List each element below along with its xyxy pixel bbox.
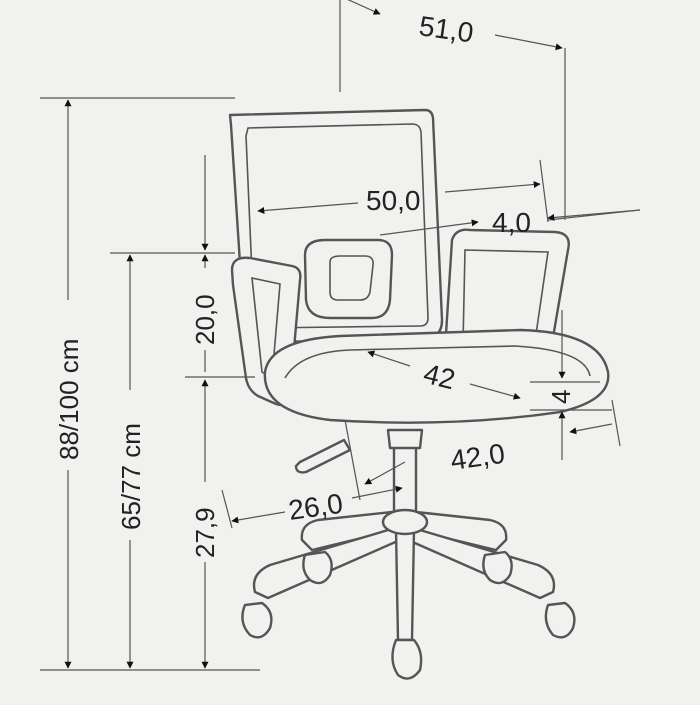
seat-width-dimension-line xyxy=(364,461,406,485)
seat-depth-label: 42 xyxy=(421,358,459,396)
total-height-label: 88/100 cm xyxy=(54,339,84,460)
base-radius-label: 26,0 xyxy=(287,488,345,526)
gas-lift xyxy=(392,440,418,516)
armrest-height-label: 27,9 xyxy=(190,507,220,558)
total-depth-label: 51,0 xyxy=(417,10,475,48)
seat-cushion xyxy=(263,328,610,424)
total-depth-dimension-line xyxy=(494,34,563,51)
height-lever xyxy=(294,438,352,474)
backrest-height-label: 20,0 xyxy=(190,294,220,345)
seat-width-label: 42,0 xyxy=(449,438,507,476)
seat-thickness-label: 4 xyxy=(546,390,576,404)
backrest-width-dimension-line xyxy=(257,202,359,214)
base-radius-dimension-line xyxy=(231,511,286,524)
lumbar-pad xyxy=(303,238,394,320)
seat-height-label: 65/77 cm xyxy=(116,423,146,530)
frame-depth-label: 4,0 xyxy=(492,207,531,238)
chair-illustration xyxy=(228,108,610,680)
frame-depth-dimension-line xyxy=(547,209,641,221)
backrest-width-label: 50,0 xyxy=(366,185,421,216)
casters xyxy=(241,550,576,680)
seat-depth-dimension-line xyxy=(367,350,411,367)
